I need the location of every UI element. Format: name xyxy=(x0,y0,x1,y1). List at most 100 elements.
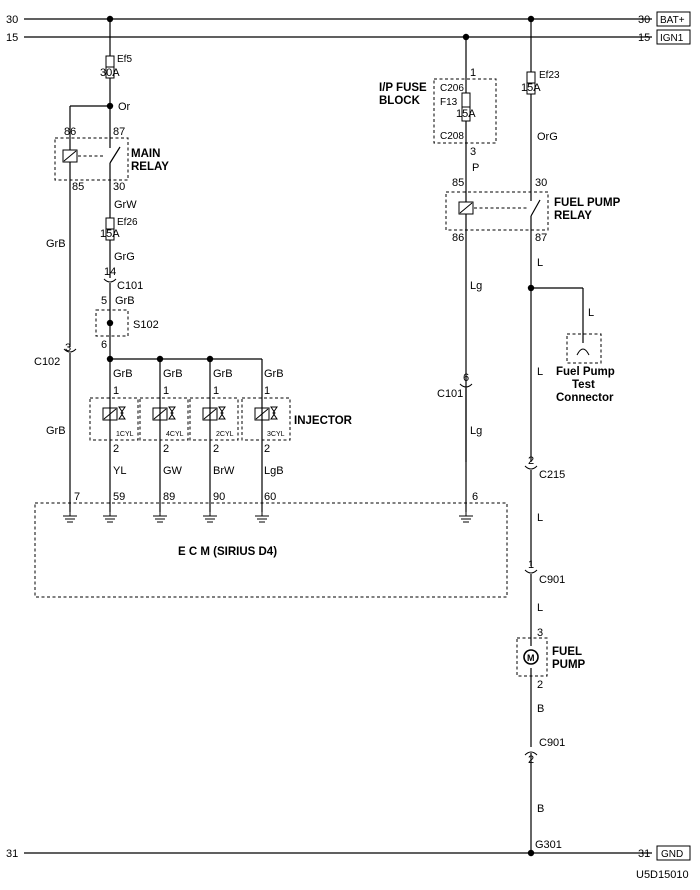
injector-cyl: 1CYL xyxy=(116,431,134,438)
fuel-pump-pin-top: 3 xyxy=(537,627,543,639)
connector-c901-top-pin: 1 xyxy=(528,559,534,571)
injector-bottom-wire: BrW xyxy=(213,465,235,477)
fuel-pump-label-line1: FUEL xyxy=(552,646,582,658)
connector-c101-symbol xyxy=(103,278,117,283)
ecm-pin: 59 xyxy=(113,491,125,503)
test-connector-label-line2: Test xyxy=(572,379,595,391)
main-relay-box xyxy=(54,137,129,181)
ground-icon xyxy=(153,512,167,523)
injector-nozzle-icon xyxy=(218,406,226,420)
main-relay-circuit: Ef5 30A Or 86 87 MAIN RELAY 85 30 GrB 3 … xyxy=(34,15,262,512)
fuse-ef26-name: Ef26 xyxy=(117,217,138,228)
injector-box xyxy=(241,397,291,441)
injector-nozzle-icon xyxy=(118,406,126,420)
injector-label: INJECTOR xyxy=(294,415,353,427)
connector-c901-top-symbol xyxy=(524,569,538,574)
main-relay-pin-85: 85 xyxy=(72,181,84,193)
fuse-block-label-line2: BLOCK xyxy=(379,95,421,107)
connector-c101-right-symbol xyxy=(459,383,473,388)
wire-grb-left-lower-label: GrB xyxy=(46,425,66,437)
ground-icon xyxy=(63,512,77,523)
ecm-pin: 90 xyxy=(213,491,225,503)
wire-p-label: P xyxy=(472,162,479,174)
rail-gnd-right-number: 31 xyxy=(638,848,650,860)
injector-top-wire: GrB xyxy=(213,368,233,380)
injector-bottom-wire: GW xyxy=(163,465,183,477)
wire-grw-label: GrW xyxy=(114,199,137,211)
injector-1: GrB 1 1CYL 2 YL 59 xyxy=(89,359,139,512)
injector-cyl: 2CYL xyxy=(216,431,234,438)
connector-c901-bottom-name: C901 xyxy=(539,737,565,749)
connector-c102-symbol xyxy=(63,348,77,353)
ground-g301-label: G301 xyxy=(535,839,562,851)
wire-l-branch-label: L xyxy=(588,307,594,319)
main-relay-pin-30: 30 xyxy=(113,181,125,193)
injector-cyl: 3CYL xyxy=(267,431,285,438)
wire-b-lower-label: B xyxy=(537,803,544,815)
rail-ign-right-number: 15 xyxy=(638,32,650,44)
injector-pin-1: 1 xyxy=(163,385,169,397)
injector-nozzle-icon xyxy=(270,406,278,420)
rail-gnd: 31 31 GND xyxy=(6,845,691,861)
main-relay-label-line2: RELAY xyxy=(131,161,169,173)
injector-pin-2: 2 xyxy=(264,443,270,455)
fuse-block-c208: C208 xyxy=(440,131,464,142)
ground-icon xyxy=(203,512,217,523)
wire-or-label: Or xyxy=(118,101,131,113)
fuel-pump-pin-bottom: 2 xyxy=(537,679,543,691)
injector-box xyxy=(89,397,139,441)
ecm-pin-left: 7 xyxy=(74,491,80,503)
test-connector-box xyxy=(566,333,602,364)
ecm-pin: 60 xyxy=(264,491,276,503)
motor-icon xyxy=(523,649,539,665)
injector-bottom-wire: LgB xyxy=(264,465,284,477)
injector-coil xyxy=(102,407,118,421)
fuel-pump-relay-pin-87: 87 xyxy=(535,232,547,244)
main-relay-switch xyxy=(109,146,121,164)
fuse-ef23-name: Ef23 xyxy=(539,70,560,81)
fuse-block-fuse-name: F13 xyxy=(440,97,458,108)
ecm-pin: 89 xyxy=(163,491,175,503)
injector-box xyxy=(139,397,189,441)
connector-c101-pin: 14 xyxy=(104,266,116,278)
fuel-pump-circuit: Ef23 15A OrG L L Fuel Pump Test Connecto… xyxy=(516,15,615,857)
injector-top-wire: GrB xyxy=(113,368,133,380)
ground-icon xyxy=(459,512,473,523)
rail-ign-left-number: 15 xyxy=(6,32,18,44)
connector-c101-right-name: C101 xyxy=(437,388,463,400)
rail-gnd-left-number: 31 xyxy=(6,848,18,860)
ecm-pin-right: 6 xyxy=(472,491,478,503)
injector-nozzle-icon xyxy=(168,406,176,420)
wire-grg-label: GrG xyxy=(114,251,135,263)
rail-gnd-tag: GND xyxy=(661,849,683,860)
junction-dot xyxy=(527,849,535,857)
fuel-pump-relay-pin-30: 30 xyxy=(535,177,547,189)
injector-coil xyxy=(254,407,270,421)
ground-icon xyxy=(255,512,269,523)
rail-bat-right-number: 30 xyxy=(638,14,650,26)
connector-c101-name: C101 xyxy=(117,280,143,292)
injector-pin-1: 1 xyxy=(113,385,119,397)
rail-bat-tag: BAT+ xyxy=(660,15,685,26)
wire-lg-upper-label: Lg xyxy=(470,280,482,292)
fuel-pump-label-line2: PUMP xyxy=(552,659,586,671)
fuse-block-pin-top: 1 xyxy=(470,67,476,79)
fuel-pump-symbol: M xyxy=(527,653,535,663)
fuel-pump-relay-pin-85: 85 xyxy=(452,177,464,189)
injector-top-wire: GrB xyxy=(163,368,183,380)
injector-pin-1: 1 xyxy=(264,385,270,397)
fuse-block-fuse-rating: 15A xyxy=(456,108,476,120)
injector-pin-2: 2 xyxy=(163,443,169,455)
injector-coil xyxy=(152,407,168,421)
wire-l-c901-label: L xyxy=(537,602,543,614)
connector-c901-top-name: C901 xyxy=(539,574,565,586)
ground-icon xyxy=(103,512,117,523)
fuse-ef5-rating: 30A xyxy=(100,67,120,79)
fuel-pump-box xyxy=(516,637,548,677)
diagram-code: U5D15010 xyxy=(636,869,689,881)
fuel-pump-relay-switch xyxy=(530,199,541,217)
wire-l-relay-label: L xyxy=(537,257,543,269)
splice-s102-pin-bottom: 6 xyxy=(101,339,107,351)
injector-cyl: 4CYL xyxy=(166,431,184,438)
rail-bat-left-number: 30 xyxy=(6,14,18,26)
